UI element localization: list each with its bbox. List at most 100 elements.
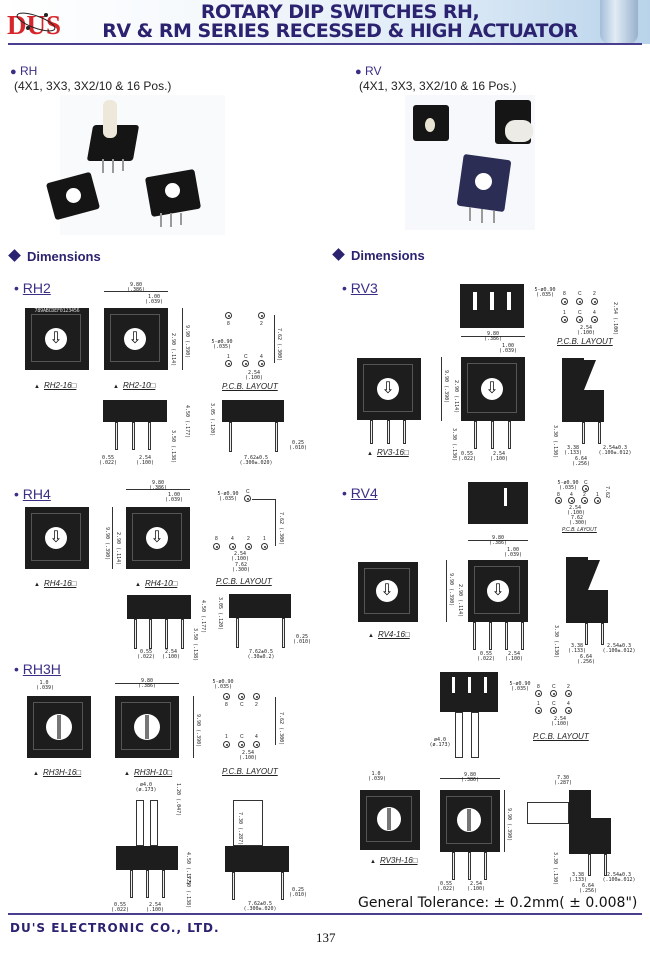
pcb-pad bbox=[565, 707, 572, 714]
rh3h-label: • RH3H bbox=[14, 661, 61, 677]
rv3-16-front-view: ⇩ bbox=[357, 358, 421, 420]
rv3h-offset-dim: 2.54±0.3(.100±.012) bbox=[602, 872, 636, 883]
rh4-pin-pitch-dim: 2.54(.100) bbox=[162, 649, 181, 660]
rv3h-shaft-side bbox=[527, 802, 569, 824]
rh3h-16-caption: ▲RH3H-16□ bbox=[33, 768, 82, 777]
rv3h-shaft bbox=[455, 712, 463, 758]
rh3h-10-front-view bbox=[115, 696, 179, 758]
rv-dial bbox=[425, 118, 435, 132]
rv3h-pin-width-dim: 0.55(.022) bbox=[436, 881, 456, 892]
series-rh: ● RH (4X1, 3X3, 3X2/10 & 16 Pos.) bbox=[10, 64, 171, 93]
rh3h-row-dim: 7.62 (.300) bbox=[278, 712, 284, 746]
rv4-dial-dim: 2.90 (.114) bbox=[457, 584, 463, 618]
rh2-10-front-view: ⇩ bbox=[104, 308, 168, 370]
arrow-down-icon: ⇩ bbox=[491, 582, 505, 599]
arrow-down-icon: ⇩ bbox=[49, 330, 63, 347]
rv4-side-view bbox=[566, 557, 588, 623]
pcb-pad bbox=[576, 316, 583, 323]
arrow-down-icon: ⇩ bbox=[49, 529, 63, 546]
rv3h-shaft bbox=[471, 712, 479, 758]
rv3-height-dim: 9.90 (.390) bbox=[443, 370, 449, 404]
rv3-total-dim: 6.64(.256) bbox=[571, 456, 591, 467]
rh3h-shaft bbox=[136, 800, 144, 846]
header-divider bbox=[8, 43, 642, 45]
pcb-pad bbox=[229, 543, 236, 550]
rh3h-pcb-layout-label: P.C.B. LAYOUT bbox=[222, 767, 278, 776]
series-spec: (4X1, 3X3, 3X2/10 & 16 Pos.) bbox=[359, 79, 517, 93]
pcb-pad bbox=[582, 485, 589, 492]
rv3h-pcb-layout-label: P.C.B. LAYOUT bbox=[533, 732, 589, 741]
rh4-actuator-dim: 1.00(.039) bbox=[164, 492, 184, 503]
rh3h-pin-width-dim: 0.55(.022) bbox=[110, 902, 130, 913]
rv3-10-front-view: ⇩ bbox=[461, 357, 525, 421]
pad-label: 1 bbox=[225, 734, 228, 740]
rv3h-16-front-view bbox=[360, 790, 420, 850]
dimensions-heading-left: Dimensions bbox=[8, 249, 101, 264]
diamond-icon bbox=[332, 248, 345, 261]
arrow-down-icon: ⇩ bbox=[380, 582, 394, 599]
rh2-pin-pitch-dim: 2.54(.100) bbox=[136, 455, 155, 466]
rh4-dial-dim: 2.90 (.114) bbox=[115, 532, 121, 566]
triangle-icon: ▲ bbox=[367, 451, 373, 457]
rv4-row-dim: 7.62 bbox=[604, 486, 610, 499]
rv3-depth-dim: 3.38(.133) bbox=[563, 445, 583, 456]
pad-label: C bbox=[244, 354, 248, 360]
pad-label: 2 bbox=[583, 492, 586, 498]
dial: ⇩ bbox=[124, 328, 146, 350]
dial: ⇩ bbox=[146, 527, 168, 549]
series-name: RV bbox=[365, 64, 382, 78]
triangle-icon: ▲ bbox=[370, 859, 376, 865]
slot-icon bbox=[145, 715, 149, 739]
pad-label: 2 bbox=[593, 291, 596, 297]
pcb-pad bbox=[253, 741, 260, 748]
rh3h-shaft bbox=[150, 800, 158, 846]
rh4-body-height-dim: 4.50 (.177) bbox=[200, 600, 206, 634]
rh4-span-b-dim: 7.62(.300) bbox=[232, 562, 251, 573]
title-line-1: ROTARY DIP SWITCHES RH, bbox=[200, 1, 480, 23]
rh3h-shaft-top-dim: 1.20 (.047) bbox=[175, 783, 181, 817]
pcb-pad bbox=[555, 497, 562, 504]
rh3h-shaft-height-dim: 7.30 (.287) bbox=[237, 812, 243, 846]
pcb-pad bbox=[261, 543, 268, 550]
rh4-side-height-dim: 3.05 (.120) bbox=[217, 597, 223, 631]
rh4-16-front-view: ⇩ bbox=[25, 507, 89, 569]
rv3h-pin-pitch-dim: 2.54(.100) bbox=[467, 881, 486, 892]
pcb-pad bbox=[258, 360, 265, 367]
pad-label: C bbox=[246, 489, 250, 495]
rh3h-10-caption: ▲RH3H-10□ bbox=[124, 768, 173, 777]
header-decoration bbox=[600, 0, 638, 44]
rv3h-pitch-dim: 2.54(.100) bbox=[551, 716, 570, 727]
rv4-span-b-dim: 7.62(.300) bbox=[569, 515, 588, 526]
arrow-down-icon: ⇩ bbox=[485, 380, 499, 397]
pad-label: 8 bbox=[215, 536, 218, 542]
rv4-offset-dim: 2.54±0.3(.100±.012) bbox=[602, 643, 636, 654]
pcb-pad bbox=[258, 312, 265, 319]
rv3h-side-view bbox=[569, 790, 591, 854]
rh2-16-caption: ▲RH2-16□ bbox=[34, 381, 77, 390]
rv4-pin-pitch-dim: 2.54(.100) bbox=[505, 651, 524, 662]
pad-label: 1 bbox=[537, 701, 540, 707]
rh3h-body-height-dim: 4.50 (.177) bbox=[185, 852, 191, 886]
dial: ⇩ bbox=[45, 527, 67, 549]
dial: ⇩ bbox=[376, 580, 398, 602]
pad-label: 8 bbox=[563, 291, 566, 297]
rv4-actuator-dim: 1.00(.039) bbox=[503, 547, 523, 558]
rv4-width-dim: 9.80(.386) bbox=[488, 535, 508, 546]
pcb-pad bbox=[550, 690, 557, 697]
dimensions-heading-right: Dimensions bbox=[332, 248, 425, 263]
pad-label: C bbox=[552, 701, 556, 707]
pcb-pad bbox=[594, 497, 601, 504]
slot-icon bbox=[57, 715, 61, 739]
rh4-16-caption: ▲RH4-16□ bbox=[34, 579, 77, 588]
rv3-offset-dim: 2.54±0.3(.100±.012) bbox=[598, 445, 632, 456]
pad-label: 8 bbox=[225, 702, 228, 708]
rv3-pcb-layout-label: P.C.B. LAYOUT bbox=[557, 337, 613, 346]
company-name: DU'S ELECTRONIC CO., LTD. bbox=[10, 921, 220, 935]
pad-label: 4 bbox=[260, 354, 263, 360]
rv4-side-pin-dim: 3.30 (.130) bbox=[553, 625, 559, 659]
triangle-icon: ▲ bbox=[368, 633, 374, 639]
rv-dial bbox=[475, 173, 492, 190]
triangle-icon: ▲ bbox=[33, 771, 39, 777]
rv3-top-view bbox=[460, 284, 524, 328]
pad-label: 1 bbox=[263, 536, 266, 542]
